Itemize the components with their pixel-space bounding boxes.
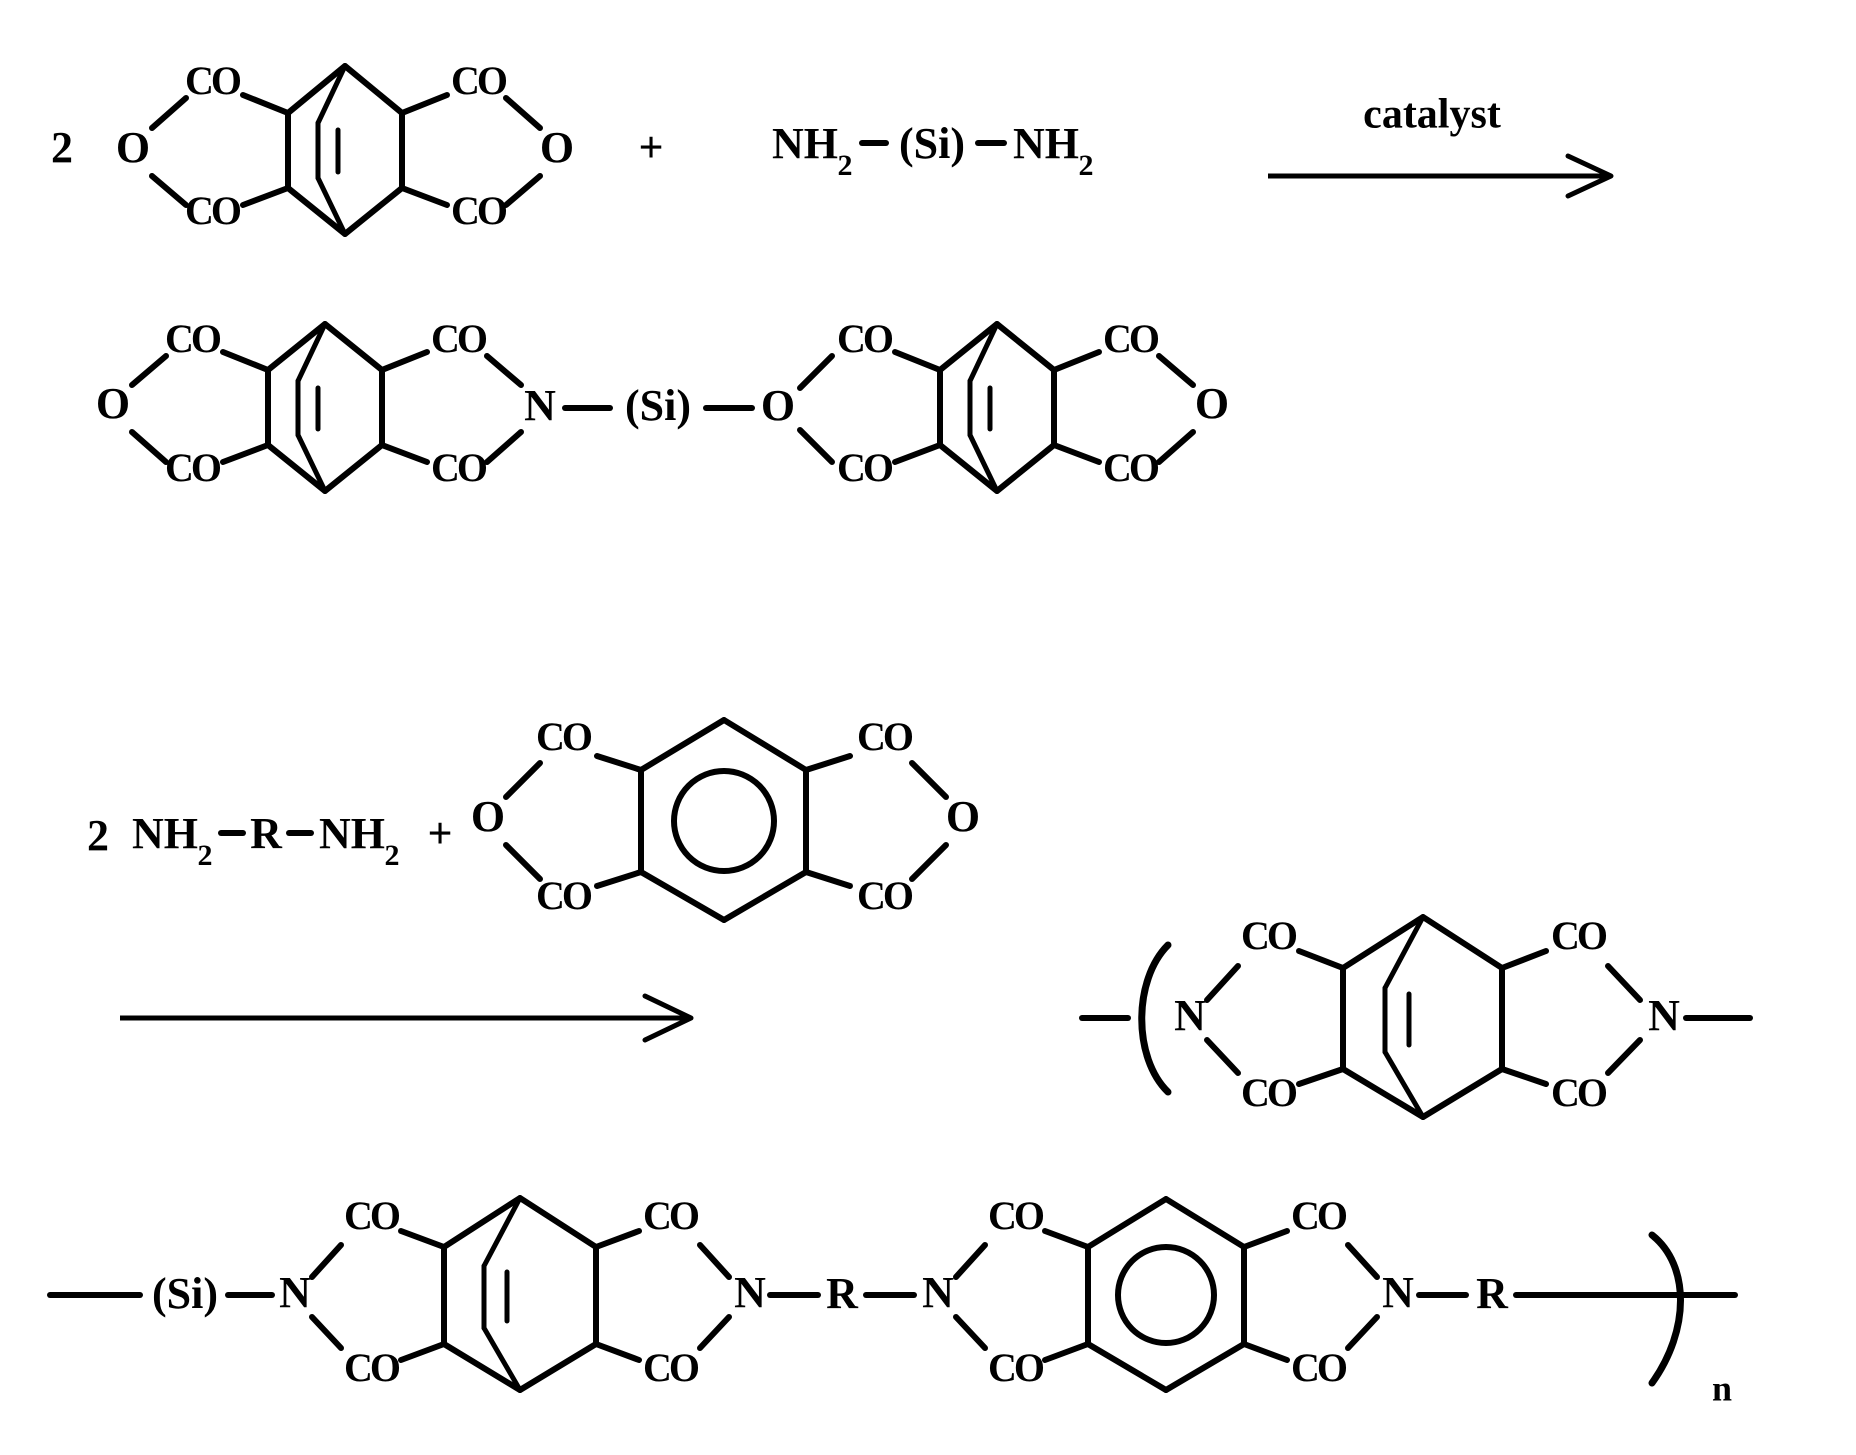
- co-label: CO: [1291, 1345, 1347, 1390]
- nh-subscript-2: 2: [1079, 149, 1094, 182]
- co-label: CO: [837, 316, 893, 361]
- plus-sign-row1: +: [638, 123, 663, 172]
- co-label: CO: [185, 58, 241, 103]
- n-label: N: [1648, 991, 1680, 1040]
- co-label: CO: [1241, 913, 1297, 958]
- coefficient-2-row1: 2: [51, 123, 73, 172]
- o-label: O: [96, 379, 130, 428]
- co-label: CO: [451, 188, 507, 233]
- co-label: CO: [857, 873, 913, 918]
- co-label: CO: [165, 445, 221, 490]
- nh-label: NH: [132, 809, 198, 858]
- coefficient-2-row3: 2: [87, 811, 109, 860]
- n-label: N: [922, 1268, 954, 1317]
- co-label: CO: [536, 873, 592, 918]
- nh-label: NH: [1013, 119, 1079, 168]
- co-label: CO: [536, 714, 592, 759]
- catalyst-reaction-arrow: catalyst: [1268, 92, 1614, 199]
- n-label: N: [279, 1268, 311, 1317]
- co-label: CO: [344, 1193, 400, 1238]
- o-label: O: [761, 381, 795, 430]
- co-label: CO: [185, 188, 241, 233]
- co-label: CO: [451, 58, 507, 103]
- co-label: CO: [643, 1345, 699, 1390]
- r-group-label: R: [250, 809, 283, 858]
- repeat-unit-row4: N CO CO CO CO N: [1079, 913, 1753, 1120]
- co-label: CO: [431, 445, 487, 490]
- co-label: CO: [1241, 1070, 1297, 1115]
- pyromellitic-dianhydride-row3: CO O CO CO CO O: [471, 714, 980, 923]
- nh-label: NH: [772, 119, 838, 168]
- r-group-label: R: [826, 1269, 859, 1318]
- o-label: O: [1195, 379, 1229, 428]
- nh-label: NH: [319, 809, 385, 858]
- catalyst-label: catalyst: [1363, 92, 1501, 138]
- co-label: CO: [165, 316, 221, 361]
- si-group-label: (Si): [625, 381, 691, 430]
- row5-polymer: (Si) N CO CO CO CO: [47, 1193, 1738, 1408]
- bicyclic-dianhydride-row1: CO O CO CO CO: [116, 58, 574, 237]
- left-bicyclic-unit-row2: CO O CO CO CO: [96, 316, 524, 494]
- co-label: CO: [431, 316, 487, 361]
- plus-sign-row3: +: [427, 809, 452, 858]
- row3-reactants: 2 NH 2 R NH 2 + CO O CO: [87, 714, 980, 923]
- co-label: CO: [988, 1193, 1044, 1238]
- row4-arrow-and-product: N CO CO CO CO N: [120, 913, 1753, 1120]
- co-label: CO: [1291, 1193, 1347, 1238]
- co-label: CO: [857, 714, 913, 759]
- o-label: O: [116, 123, 150, 172]
- nh-subscript-2: 2: [838, 149, 853, 182]
- o-label: O: [471, 792, 505, 841]
- closing-bracket: [1648, 1231, 1684, 1387]
- si-group-label: (Si): [152, 1269, 218, 1318]
- co-label: CO: [1551, 913, 1607, 958]
- silicone-linkage-row2: N (Si) O: [524, 381, 795, 430]
- row2-product: CO O CO CO CO N: [96, 316, 1229, 494]
- reaction-arrow-row4: [120, 993, 694, 1043]
- right-bicyclic-unit-row2: CO CO CO CO O: [797, 316, 1229, 494]
- r-group-label: R: [1476, 1269, 1509, 1318]
- n-label: N: [1174, 991, 1206, 1040]
- co-label: CO: [344, 1345, 400, 1390]
- polymer-subscript-n: n: [1712, 1368, 1732, 1408]
- n-label: N: [524, 381, 556, 430]
- co-label: CO: [837, 445, 893, 490]
- bicyclic-imide-segment-row5: CO CO CO CO: [309, 1193, 732, 1393]
- o-label: O: [540, 123, 574, 172]
- diaminosilicone-formula-row1: NH 2 (Si) NH 2: [772, 119, 1094, 182]
- pyromellitimide-segment-row5: CO CO CO CO: [953, 1193, 1380, 1393]
- diamine-formula-row3: 2 NH 2 R NH 2 +: [87, 809, 453, 872]
- o-label: O: [946, 792, 980, 841]
- co-label: CO: [1551, 1070, 1607, 1115]
- co-label: CO: [643, 1193, 699, 1238]
- co-label: CO: [1103, 316, 1159, 361]
- row1-reactants: 2 CO O CO CO: [51, 58, 1614, 237]
- co-label: CO: [988, 1345, 1044, 1390]
- n-label: N: [734, 1268, 766, 1317]
- co-label: CO: [1103, 445, 1159, 490]
- si-group-label: (Si): [899, 119, 965, 168]
- n-label: N: [1382, 1268, 1414, 1317]
- nh-subscript-2: 2: [198, 839, 213, 872]
- nh-subscript-2: 2: [385, 839, 400, 872]
